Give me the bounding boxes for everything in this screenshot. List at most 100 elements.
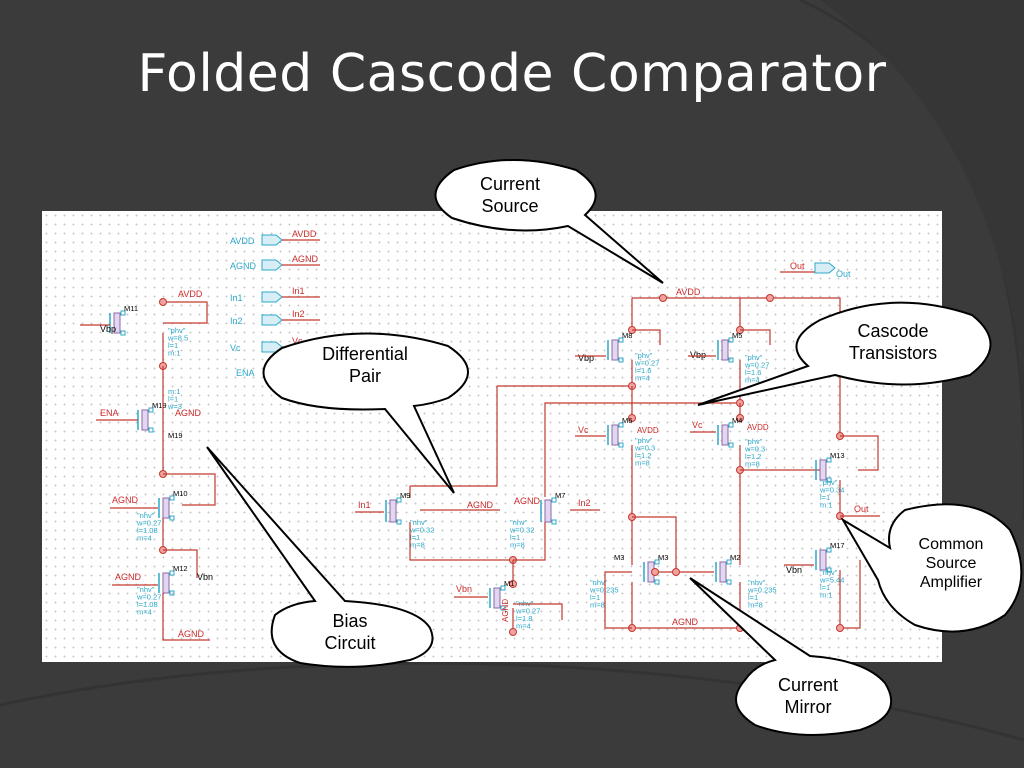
net-vc-label: Vc [292, 336, 303, 346]
pin-in1-icon [261, 291, 283, 303]
wire [632, 516, 677, 572]
device-parameter: "nhv" [137, 511, 155, 520]
device-parameter: "nhv" [137, 585, 155, 594]
gate-label: Vbn [197, 572, 213, 582]
device-name: M19 [152, 401, 167, 410]
device-parameter: m=8 [635, 459, 650, 468]
device-parameter: m=4 [635, 374, 650, 383]
device-parameter: w=0.34 [819, 486, 844, 495]
transistor-m10 [162, 497, 170, 519]
pin-square [726, 559, 732, 565]
pin-vc-icon [261, 341, 283, 353]
net-avdd-label: AVDD [292, 229, 317, 239]
callout-current-source [434, 159, 664, 284]
device-name: M3 [614, 553, 624, 562]
device-parameter: l=1.6 [635, 366, 651, 375]
device-name: M12 [173, 564, 188, 573]
pin-square [618, 442, 624, 448]
device-parameter: "phv" [820, 478, 838, 487]
device-parameter: "phv" [745, 437, 763, 446]
gate-label: Vbn [786, 565, 802, 575]
wire [632, 329, 661, 345]
callout-bias-label: Bias Circuit [324, 611, 376, 653]
gate-label: AGND [115, 572, 142, 582]
pin-agnd-icon [261, 259, 283, 271]
callout-bias-circuit [206, 446, 434, 668]
device-parameter: m:1 [820, 501, 833, 510]
pin-avdd-label: AVDD [230, 236, 255, 246]
device-name: M19 [168, 431, 183, 440]
callout-mirror-label: Current Mirror [777, 675, 839, 717]
net-label: AVDD [747, 423, 769, 432]
wire [604, 571, 632, 629]
transistor-m7 [544, 499, 552, 523]
net-avdd-top: AVDD [676, 287, 701, 297]
device-name: M2 [730, 553, 740, 562]
device-parameter: m=8 [510, 541, 525, 550]
device-parameter: w=0.32 [409, 526, 434, 535]
transistor-m4 [721, 424, 729, 446]
wire [513, 522, 546, 561]
junction-dot [159, 298, 167, 306]
device-parameter: m=4 [516, 622, 531, 631]
device-parameter: l=1 [410, 533, 420, 542]
device-parameter: w=0.27 [136, 519, 161, 528]
transistor-m8 [611, 339, 619, 361]
pin-square [551, 497, 557, 503]
transistor-m2 [719, 561, 727, 583]
device-parameter: l=1.2 [745, 452, 761, 461]
device-parameter: w=0.235 [747, 586, 777, 595]
gate-label: Vc [578, 425, 589, 435]
wire [839, 560, 861, 629]
callout-current-mirror [689, 577, 893, 736]
device-parameter: m:1 [168, 349, 181, 358]
transistor-m9 [389, 499, 397, 523]
transistor-m19 [141, 409, 149, 431]
device-parameter: "phv" [635, 436, 653, 445]
gate-label: In2 [578, 498, 591, 508]
device-parameter: m=8 [745, 460, 760, 469]
net-label: AVDD [637, 426, 659, 435]
gate-label: In1 [358, 500, 371, 510]
device-name: M10 [173, 489, 188, 498]
pin-in1-label: In1 [230, 293, 243, 303]
pin-square [618, 337, 624, 343]
junction-dot [672, 568, 680, 576]
device-parameter: l=1 [168, 341, 178, 350]
callout-common-source-label: Common Source Amplifier [918, 536, 984, 592]
junction-dot [509, 628, 517, 636]
device-parameter: "nhv" [820, 568, 838, 577]
device-name: M13 [830, 451, 845, 460]
device-parameter: w=0.27 [744, 361, 769, 370]
wire [409, 522, 513, 561]
pin-square [551, 519, 557, 525]
pin-square [169, 590, 175, 596]
device-name: M9 [400, 491, 410, 500]
net-agnd-mirror: AGND [672, 617, 699, 627]
transistor-m5 [721, 339, 729, 361]
device-parameter: l=1 [748, 593, 758, 602]
wire [544, 360, 741, 405]
pin-square [120, 310, 126, 316]
pin-square [148, 407, 154, 413]
device-parameter: "phv" [168, 326, 186, 335]
pin-square [618, 422, 624, 428]
net-agnd-label: AGND [292, 254, 319, 264]
junction-dot [628, 414, 636, 422]
pin-square [169, 515, 175, 521]
wire [631, 582, 741, 629]
pin-vc-label: Vc [230, 343, 241, 353]
device-parameter: w=8.5 [167, 334, 188, 343]
device-parameter: m:1 [820, 591, 833, 600]
net-out-right: Out [854, 504, 869, 514]
junction-dot [736, 414, 744, 422]
device-parameter: l=1.08 [137, 526, 158, 535]
net-in1-label: In1 [292, 286, 305, 296]
device-parameter: l=1 [820, 493, 830, 502]
pin-square [654, 579, 660, 585]
transistor-m6 [611, 424, 619, 446]
pin-in2-icon [261, 314, 283, 326]
device-parameter: l=1 [510, 533, 520, 542]
device-parameter: l=1 [820, 583, 830, 592]
